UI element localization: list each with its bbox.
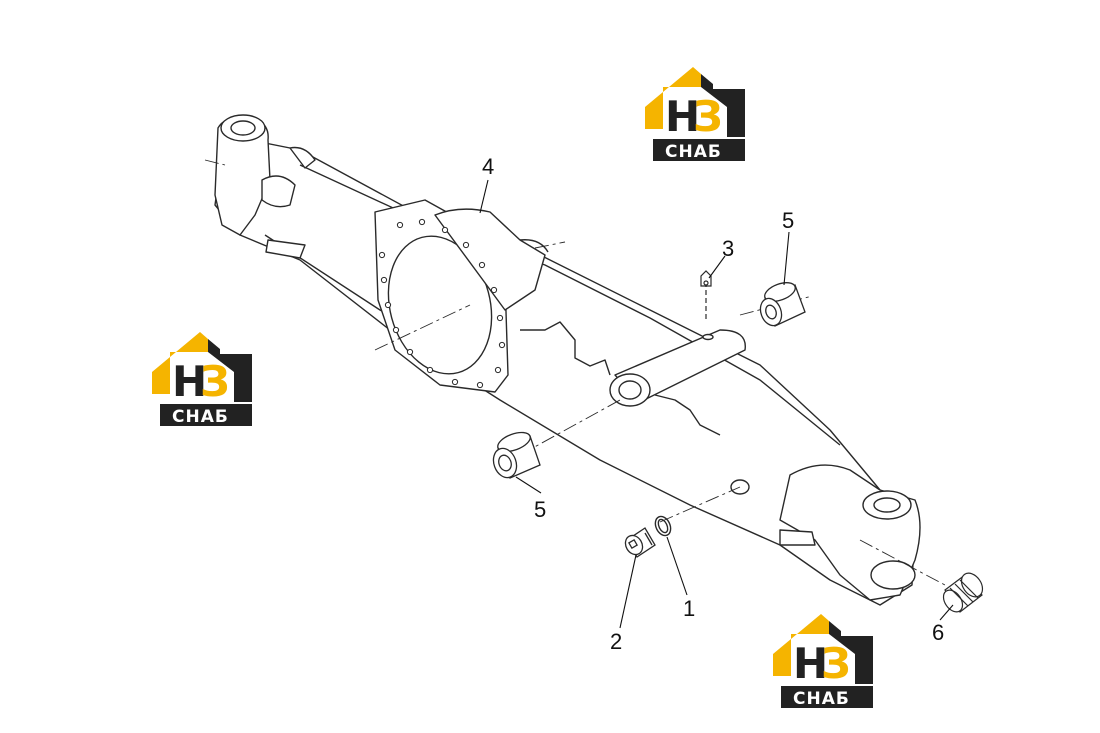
logo-letter-3: З — [693, 92, 723, 141]
drain-plug — [624, 527, 656, 558]
bushing-upper — [759, 282, 806, 327]
callout-3: 3 — [722, 236, 734, 261]
callout-2: 2 — [610, 629, 622, 654]
watermark-logo-left: Н З СНАБ — [152, 332, 252, 427]
logo-letter-h: Н — [172, 357, 207, 406]
logo-letter-3: З — [821, 639, 851, 688]
needle-bearing — [942, 572, 984, 613]
callout-4: 4 — [482, 154, 494, 179]
logo-word: СНАБ — [665, 142, 722, 162]
logo-letter-h: Н — [793, 639, 828, 688]
leader-lines — [479, 179, 954, 629]
flange-bolt-holes — [378, 218, 506, 389]
watermark-logo-bottom: Н З СНАБ — [773, 614, 873, 709]
logo-letter-3: З — [200, 357, 230, 406]
callout-labels: 1 2 3 4 5 5 6 — [482, 154, 944, 654]
callout-5-upper: 5 — [782, 208, 794, 233]
o-ring — [654, 515, 672, 537]
callout-1: 1 — [683, 596, 695, 621]
bushing-lower — [492, 431, 541, 479]
logo-letter-h: Н — [665, 92, 700, 141]
axle-housing — [214, 114, 921, 606]
logo-word: СНАБ — [172, 407, 229, 427]
callout-5-lower: 5 — [534, 497, 546, 522]
logo-word: СНАБ — [793, 689, 850, 709]
callout-6: 6 — [932, 620, 944, 645]
watermark-logo-top: Н З СНАБ — [645, 67, 745, 162]
grease-nipple — [700, 270, 712, 322]
